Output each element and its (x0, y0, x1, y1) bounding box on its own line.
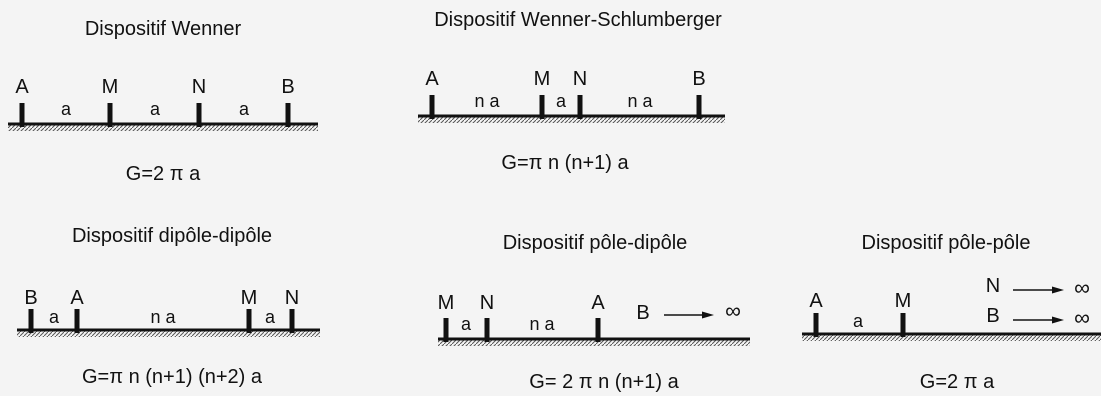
ws-electrode-stake (577, 95, 583, 119)
ws-electrode-stake (429, 95, 435, 119)
pd-electrode-stake (595, 318, 601, 342)
dipole-dipole-formula: G=π n (n+1) (n+2) a (82, 366, 262, 388)
ws-electrode-label-a: A (425, 68, 439, 90)
wenner-electrode-stake (107, 103, 113, 127)
pole-pole-formula: G=2 π a (919, 371, 995, 393)
ws-electrode-label-m: M (533, 68, 551, 90)
pp-remote-label-b: B (986, 305, 1000, 327)
wenner-electrode-stake (285, 103, 291, 127)
pp-electrode-stake (813, 313, 819, 337)
ws-electrode-stake (696, 95, 702, 119)
pd-spacing-label: a (460, 314, 472, 334)
ws-spacing-label: n a (627, 91, 653, 111)
wenner-schlumberger-formula: G=π n (n+1) a (501, 152, 629, 174)
pole-dipole-title: Dispositif pôle-dipôle (502, 232, 688, 254)
ws-electrode-label-b: B (692, 68, 706, 90)
pd-electrode-label-a: A (591, 292, 605, 314)
pd-electrode-stake (484, 318, 490, 342)
dd-ground-hatching (17, 331, 320, 337)
wenner-electrode-stake (19, 103, 25, 127)
dd-electrode-stake (74, 309, 80, 333)
dd-electrode-label-a: A (70, 287, 84, 309)
dd-spacing-label: a (48, 307, 60, 327)
pp-arrowhead (1052, 286, 1064, 294)
wenner-spacing-label: a (60, 99, 72, 119)
dd-electrode-stake (28, 309, 34, 333)
ws-electrode-label-n: N (572, 68, 588, 90)
dd-electrode-label-b: B (24, 287, 38, 309)
dd-spacing-label: a (264, 307, 276, 327)
pd-electrode-label-m: M (437, 292, 455, 314)
dd-electrode-label-m: M (240, 287, 258, 309)
dd-electrode-stake (246, 309, 252, 333)
pp-spacing-label: a (852, 311, 864, 331)
pd-electrode-stake (443, 318, 449, 342)
pp-infinity-symbol: ∞ (1074, 305, 1090, 330)
wenner-electrode-label-m: M (101, 76, 119, 98)
pp-electrode-label-a: A (809, 290, 823, 312)
dipole-dipole-title: Dispositif dipôle-dipôle (71, 225, 273, 247)
ws-spacing-label: n a (474, 91, 500, 111)
pole-pole-title: Dispositif pôle-pôle (861, 232, 1031, 254)
wenner-schlumberger-title: Dispositif Wenner-Schlumberger (434, 9, 722, 31)
ws-electrode-stake (539, 95, 545, 119)
pp-infinity-symbol: ∞ (1074, 275, 1090, 300)
pp-ground-hatching (802, 335, 1101, 341)
dd-electrode-stake (289, 309, 295, 333)
wenner-title: Dispositif Wenner (84, 18, 242, 40)
pole-dipole-formula: G= 2 π n (n+1) a (529, 371, 679, 393)
pd-remote-label-b: B (636, 302, 650, 324)
pp-remote-label-n: N (985, 275, 1001, 297)
wenner-electrode-stake (196, 103, 202, 127)
ws-spacing-label: a (555, 91, 567, 111)
wenner-spacing-label: a (238, 99, 250, 119)
pp-electrode-label-m: M (894, 290, 912, 312)
wenner-spacing-label: a (149, 99, 161, 119)
ws-ground-hatching (418, 117, 725, 123)
pp-arrowhead (1052, 316, 1064, 324)
pd-infinity-symbol: ∞ (725, 298, 741, 323)
wenner-electrode-label-a: A (15, 76, 29, 98)
wenner-electrode-label-n: N (191, 76, 207, 98)
pd-electrode-label-n: N (479, 292, 495, 314)
pd-arrowhead (702, 311, 714, 319)
wenner-ground-hatching (8, 125, 318, 131)
pd-spacing-label: n a (529, 314, 555, 334)
wenner-electrode-label-b: B (281, 76, 295, 98)
pd-ground-hatching (438, 340, 750, 346)
pp-electrode-stake (900, 313, 906, 337)
dd-spacing-label: n a (150, 307, 176, 327)
dd-electrode-label-n: N (284, 287, 300, 309)
wenner-formula: G=2 π a (125, 163, 201, 185)
